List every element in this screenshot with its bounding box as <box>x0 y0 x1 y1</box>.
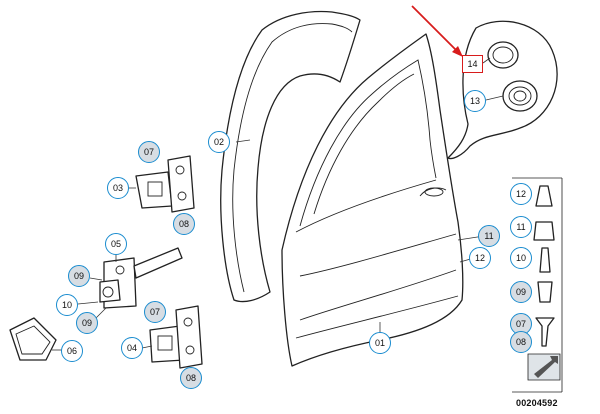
callout-07-lower[interactable]: 07 <box>144 301 166 323</box>
callout-14[interactable]: 14 <box>462 55 483 73</box>
callout-06[interactable]: 06 <box>61 340 83 362</box>
callout-12[interactable]: 12 <box>469 247 491 269</box>
legend-callout-11[interactable]: 11 <box>510 216 532 238</box>
callout-10-left[interactable]: 10 <box>56 294 78 316</box>
callout-07-upper[interactable]: 07 <box>138 141 160 163</box>
reference-code: 00204592 <box>516 398 558 408</box>
rubber-boot <box>9 317 62 361</box>
callout-08-lower[interactable]: 08 <box>180 367 202 389</box>
callout-03[interactable]: 03 <box>107 177 129 199</box>
legend-callout-10[interactable]: 10 <box>510 247 532 269</box>
legend-callout-08[interactable]: 08 <box>510 331 532 353</box>
callout-09-lower[interactable]: 09 <box>76 312 98 334</box>
callout-08-upper[interactable]: 08 <box>173 213 195 235</box>
callout-04[interactable]: 04 <box>121 337 143 359</box>
door-seal <box>220 10 361 303</box>
lower-hinge <box>141 305 203 369</box>
fastener-legend <box>512 177 563 393</box>
highlight-arrow <box>411 5 463 57</box>
callout-01[interactable]: 01 <box>369 332 391 354</box>
door-shell <box>281 33 485 367</box>
legend-callout-09[interactable]: 09 <box>510 281 532 303</box>
callout-05[interactable]: 05 <box>105 233 127 255</box>
detail-bubble <box>447 20 558 160</box>
callout-09-left[interactable]: 09 <box>68 265 90 287</box>
door-check <box>77 247 183 319</box>
callout-11[interactable]: 11 <box>478 225 500 247</box>
callout-13[interactable]: 13 <box>464 90 486 112</box>
legend-callout-12[interactable]: 12 <box>510 183 532 205</box>
callout-02[interactable]: 02 <box>208 131 230 153</box>
upper-hinge <box>128 155 195 213</box>
